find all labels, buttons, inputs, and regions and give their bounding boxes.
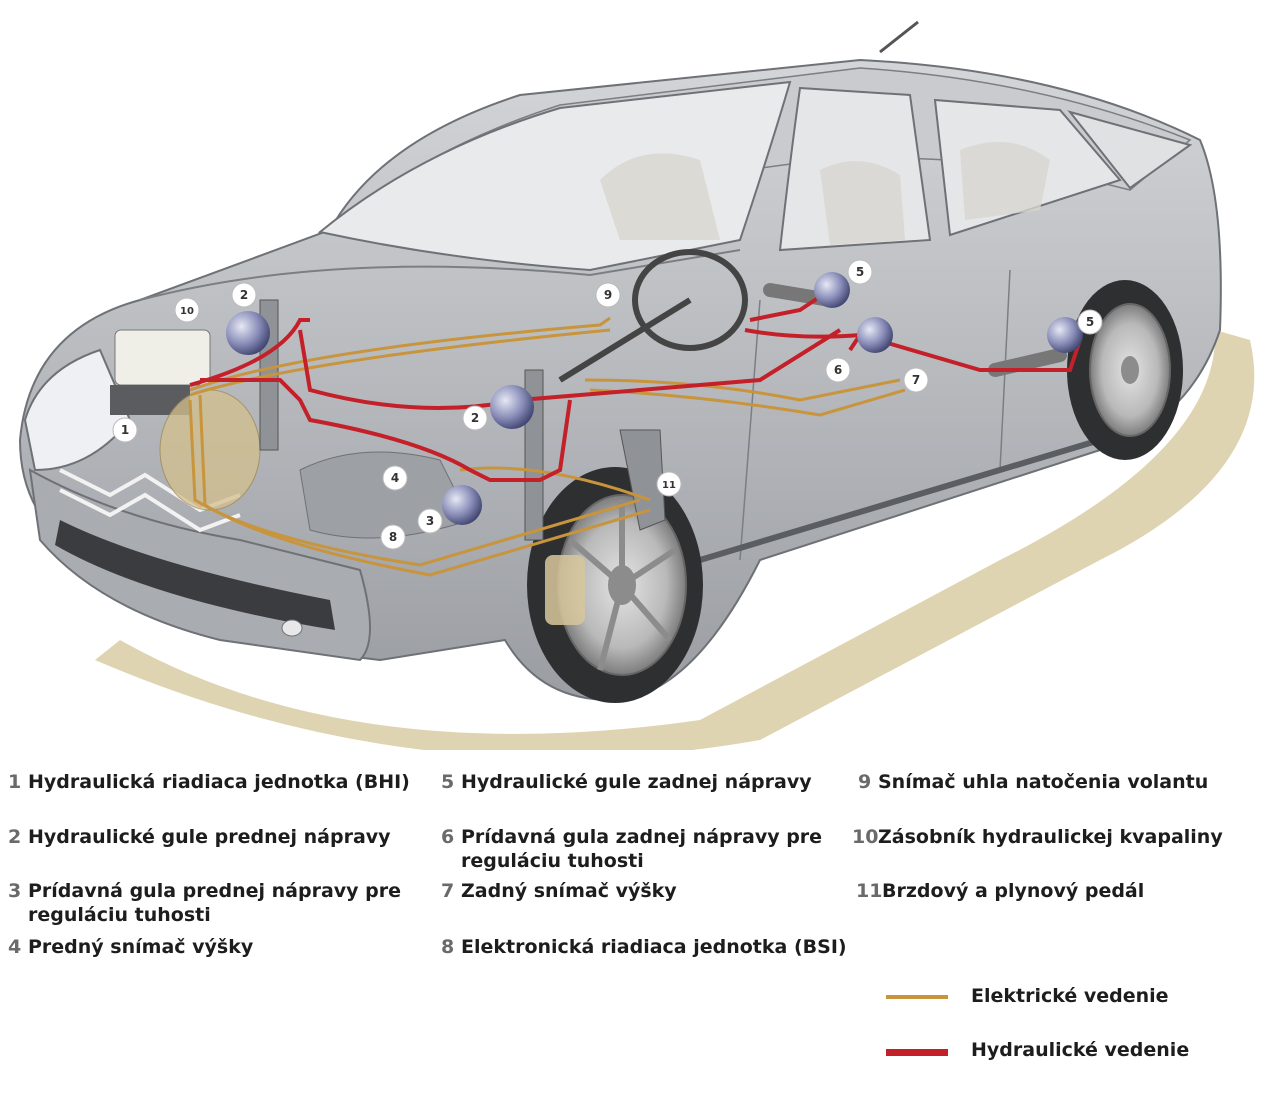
svg-text:2: 2 — [240, 288, 248, 302]
legend-number: 4 — [8, 936, 22, 958]
callout-2: 2 — [462, 405, 488, 431]
hydraulic-line-label: Hydraulické vedenie — [971, 1039, 1190, 1061]
legend-item-9: 9 Snímač uhla natočenia volantu — [858, 770, 1268, 794]
callout-1: 1 — [112, 417, 138, 443]
legend-text: Hydraulické gule prednej nápravy — [28, 826, 391, 848]
callout-3: 3 — [417, 508, 443, 534]
callout-9: 9 — [595, 282, 621, 308]
callout-6: 6 — [825, 357, 851, 383]
legend-number: 10 — [852, 826, 879, 848]
legend-text: Predný snímač výšky — [28, 936, 254, 958]
legend-text: Prídavná gula prednej nápravy pre regulá… — [28, 880, 402, 926]
legend-text: Hydraulické gule zadnej nápravy — [461, 771, 812, 793]
legend-number: 7 — [441, 880, 455, 902]
legend-item-4: 4 Predný snímač výšky — [8, 935, 428, 959]
svg-text:11: 11 — [662, 480, 676, 491]
legend-number: 2 — [8, 826, 22, 848]
legend-number: 5 — [441, 771, 455, 793]
front-wheel — [527, 467, 703, 703]
svg-text:10: 10 — [180, 306, 194, 317]
legend-item-5: 5 Hydraulické gule zadnej nápravy — [441, 770, 851, 794]
legend-item-1: 1 Hydraulická riadiaca jednotka (BHI) — [8, 770, 428, 794]
callout-5: 5 — [1077, 309, 1103, 335]
legend-item-2: 2 Hydraulické gule prednej nápravy — [8, 825, 428, 849]
legend-item-6: 6 Prídavná gula zadnej nápravy pre regulá… — [441, 825, 851, 873]
legend-number: 8 — [441, 936, 455, 958]
callouts: 1 2 2 3 4 5 5 6 7 8 9 10 11 — [112, 259, 1103, 550]
svg-text:5: 5 — [1086, 315, 1094, 329]
legend-text: Hydraulická riadiaca jednotka (BHI) — [28, 771, 410, 793]
legend-item-3: 3 Prídavná gula prednej nápravy pre regul… — [8, 879, 428, 927]
callout-7: 7 — [903, 367, 929, 393]
svg-text:7: 7 — [912, 373, 920, 387]
svg-text:4: 4 — [391, 471, 399, 485]
legend-text: Brzdový a plynový pedál — [882, 880, 1145, 902]
legend-number: 3 — [8, 880, 22, 902]
legend-text: Zadný snímač výšky — [461, 880, 677, 902]
svg-text:5: 5 — [856, 265, 864, 279]
legend-item-7: 7 Zadný snímač výšky — [441, 879, 851, 903]
electric-line-key — [886, 995, 948, 999]
callout-5: 5 — [847, 259, 873, 285]
hydraulic-line-key — [886, 1049, 948, 1056]
svg-text:8: 8 — [389, 530, 397, 544]
svg-text:6: 6 — [834, 363, 842, 377]
electric-line-label: Elektrické vedenie — [971, 985, 1169, 1007]
callout-4: 4 — [382, 465, 408, 491]
callout-10: 10 — [174, 297, 200, 323]
callout-8: 8 — [380, 524, 406, 550]
legend-number: 6 — [441, 826, 455, 848]
callout-2: 2 — [231, 282, 257, 308]
svg-text:1: 1 — [121, 423, 129, 437]
legend-number: 11 — [856, 880, 883, 902]
car-hydraulic-diagram: 1 2 2 3 4 5 5 6 7 8 9 10 11 — [18, 20, 1255, 750]
callout-11: 11 — [656, 471, 682, 497]
svg-text:2: 2 — [471, 411, 479, 425]
legend-text: Elektronická riadiaca jednotka (BSI) — [461, 936, 847, 958]
legend-text: Zásobník hydraulickej kvapaliny — [878, 826, 1223, 848]
legend-number: 1 — [8, 771, 22, 793]
svg-text:9: 9 — [604, 288, 612, 302]
hydraulic-spheres — [226, 272, 1083, 525]
legend-item-8: 8 Elektronická riadiaca jednotka (BSI) — [441, 935, 871, 959]
rear-wheel — [1067, 280, 1183, 460]
legend-text: Prídavná gula zadnej nápravy pre regulác… — [461, 826, 823, 872]
svg-text:3: 3 — [426, 514, 434, 528]
legend-text: Snímač uhla natočenia volantu — [878, 771, 1209, 793]
legend-number: 9 — [858, 771, 872, 793]
